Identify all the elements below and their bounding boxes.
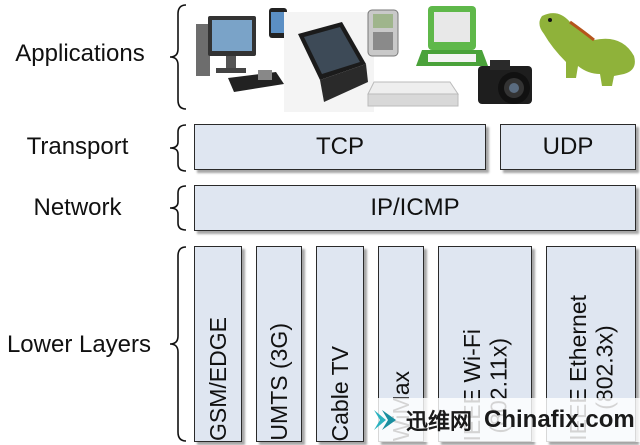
laptop-icon [416,6,488,66]
cable-tv-box: Cable TV [316,246,364,442]
smartphone-icon [269,8,287,38]
transport-label: Transport [26,133,129,160]
network-label: Network [33,194,122,221]
robot-dinosaur-icon [539,13,635,86]
transport-brace [169,124,187,172]
applications-label: Applications [15,40,145,67]
umts-box: UMTS (3G) [256,246,302,442]
applications-brace [169,4,187,110]
camera-icon [478,60,532,104]
ip-icmp-label: IP/ICMP [370,194,460,221]
cable-tv-label: Cable TV [326,345,353,441]
udp-box: UDP [500,124,636,170]
pda-icon [367,9,399,57]
watermark-en: Chinafix.com [484,406,635,433]
watermark-logo-icon [374,410,396,430]
lower-layers-label: Lower Layers [6,331,152,358]
gsm-edge-label: GSM/EDGE [204,317,231,441]
tablet-pc-icon [284,12,374,112]
ip-icmp-box: IP/ICMP [194,185,636,231]
network-brace [169,185,187,231]
udp-label: UDP [542,133,594,160]
desktop-computer-icon [196,16,284,92]
gsm-edge-box: GSM/EDGE [194,246,242,442]
watermark: 迅维网 Chinafix.com [368,398,640,442]
lower-layers-brace [169,246,187,442]
tcp-label: TCP [316,133,364,160]
set-top-box-icon [367,81,459,107]
watermark-cn: 迅维网 [406,409,473,434]
tcp-box: TCP [194,124,486,170]
umts-label: UMTS (3G) [265,323,292,441]
application-devices [192,4,638,112]
